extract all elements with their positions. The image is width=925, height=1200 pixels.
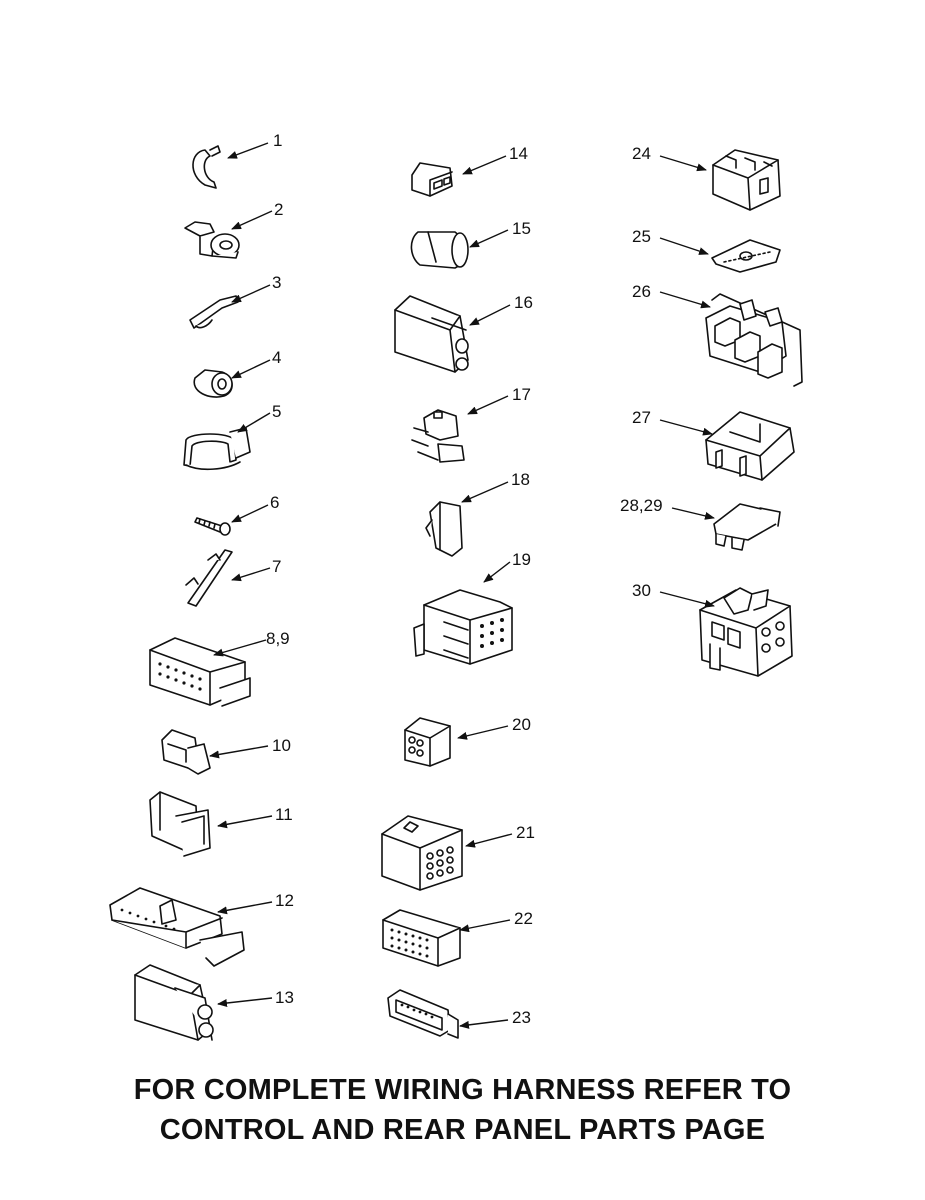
callout-10: 10 [272, 736, 291, 755]
part-2-clamp [184, 221, 240, 259]
callout-12: 12 [275, 891, 294, 910]
leader-17 [467, 395, 509, 415]
callout-13: 13 [275, 988, 294, 1007]
callout-25: 25 [632, 227, 651, 246]
callout-4: 4 [272, 348, 282, 367]
callout-17: 17 [512, 385, 531, 404]
part-10-connector [161, 729, 211, 775]
callout-16: 16 [514, 293, 533, 312]
leader-28-29 [671, 507, 715, 520]
leader-22 [459, 919, 511, 933]
part-22-connector [382, 909, 461, 967]
leader-20 [457, 725, 509, 740]
part-23-connector [387, 989, 459, 1039]
part-16-housing [394, 295, 469, 373]
leader-19 [483, 561, 511, 583]
callout-8-9: 8,9 [266, 629, 290, 648]
part-7-strip [185, 549, 233, 607]
part-12-connector [109, 887, 245, 967]
callout-11: 11 [275, 805, 293, 824]
leader-13 [217, 997, 273, 1007]
callout-7: 7 [272, 557, 282, 576]
part-4-ring [193, 369, 233, 398]
leader-2 [231, 210, 273, 230]
footer-line-1: FOR COMPLETE WIRING HARNESS REFER TO [133, 1074, 792, 1106]
callout-1: 1 [273, 131, 283, 150]
part-3-bracket [189, 295, 239, 329]
callout-14: 14 [509, 144, 528, 163]
leader-11 [217, 815, 273, 829]
part-18-clip [425, 501, 463, 557]
callout-28-29: 28,29 [620, 496, 663, 515]
leader-1 [227, 142, 269, 159]
part-26-block [705, 293, 803, 387]
leader-30 [659, 591, 715, 608]
part-1-clip [192, 145, 221, 189]
leader-21 [465, 833, 513, 848]
part-14-connector [411, 162, 453, 197]
leader-5 [237, 412, 271, 433]
callout-27: 27 [632, 408, 651, 427]
part-28-29-connector [713, 503, 781, 551]
part-6-screw [194, 517, 231, 536]
leader-15 [469, 229, 509, 248]
callout-24: 24 [632, 144, 651, 163]
part-11-housing [149, 791, 211, 857]
callout-3: 3 [272, 273, 282, 292]
callout-23: 23 [512, 1008, 531, 1027]
callout-2: 2 [274, 200, 284, 219]
callout-19: 19 [512, 550, 531, 569]
part-27-connector [705, 411, 795, 481]
leader-6 [231, 504, 269, 523]
leader-14 [462, 155, 507, 175]
callout-6: 6 [270, 493, 280, 512]
callout-21: 21 [516, 823, 535, 842]
leader-23 [459, 1019, 509, 1029]
part-19-connector [413, 589, 513, 665]
callout-22: 22 [514, 909, 533, 928]
callout-5: 5 [272, 402, 282, 421]
leader-18 [461, 481, 509, 503]
part-30-block [699, 587, 793, 677]
part-25-board [711, 239, 781, 273]
leader-16 [469, 304, 511, 326]
callout-20: 20 [512, 715, 531, 734]
leader-25 [659, 237, 709, 255]
leader-10 [209, 745, 269, 759]
leader-7 [231, 567, 271, 582]
leader-26 [659, 291, 711, 309]
leader-8-9 [213, 639, 267, 657]
leader-12 [217, 901, 273, 915]
part-17-terminal-block [411, 409, 465, 463]
callout-26: 26 [632, 282, 651, 301]
leader-24 [659, 155, 707, 172]
part-8-9-connector [149, 637, 251, 707]
leader-3 [231, 284, 271, 303]
part-13-housing [134, 964, 214, 1041]
callout-15: 15 [512, 219, 531, 238]
part-15-sleeve [410, 231, 469, 269]
part-20-connector [404, 717, 451, 767]
part-21-connector [381, 815, 463, 891]
part-24-connector [712, 149, 781, 211]
callout-18: 18 [511, 470, 530, 489]
leader-4 [231, 359, 271, 379]
footer-line-2: CONTROL AND REAR PANEL PARTS PAGE [159, 1114, 766, 1146]
leader-27 [659, 419, 713, 436]
part-5-strap [183, 427, 251, 471]
callout-30: 30 [632, 581, 651, 600]
